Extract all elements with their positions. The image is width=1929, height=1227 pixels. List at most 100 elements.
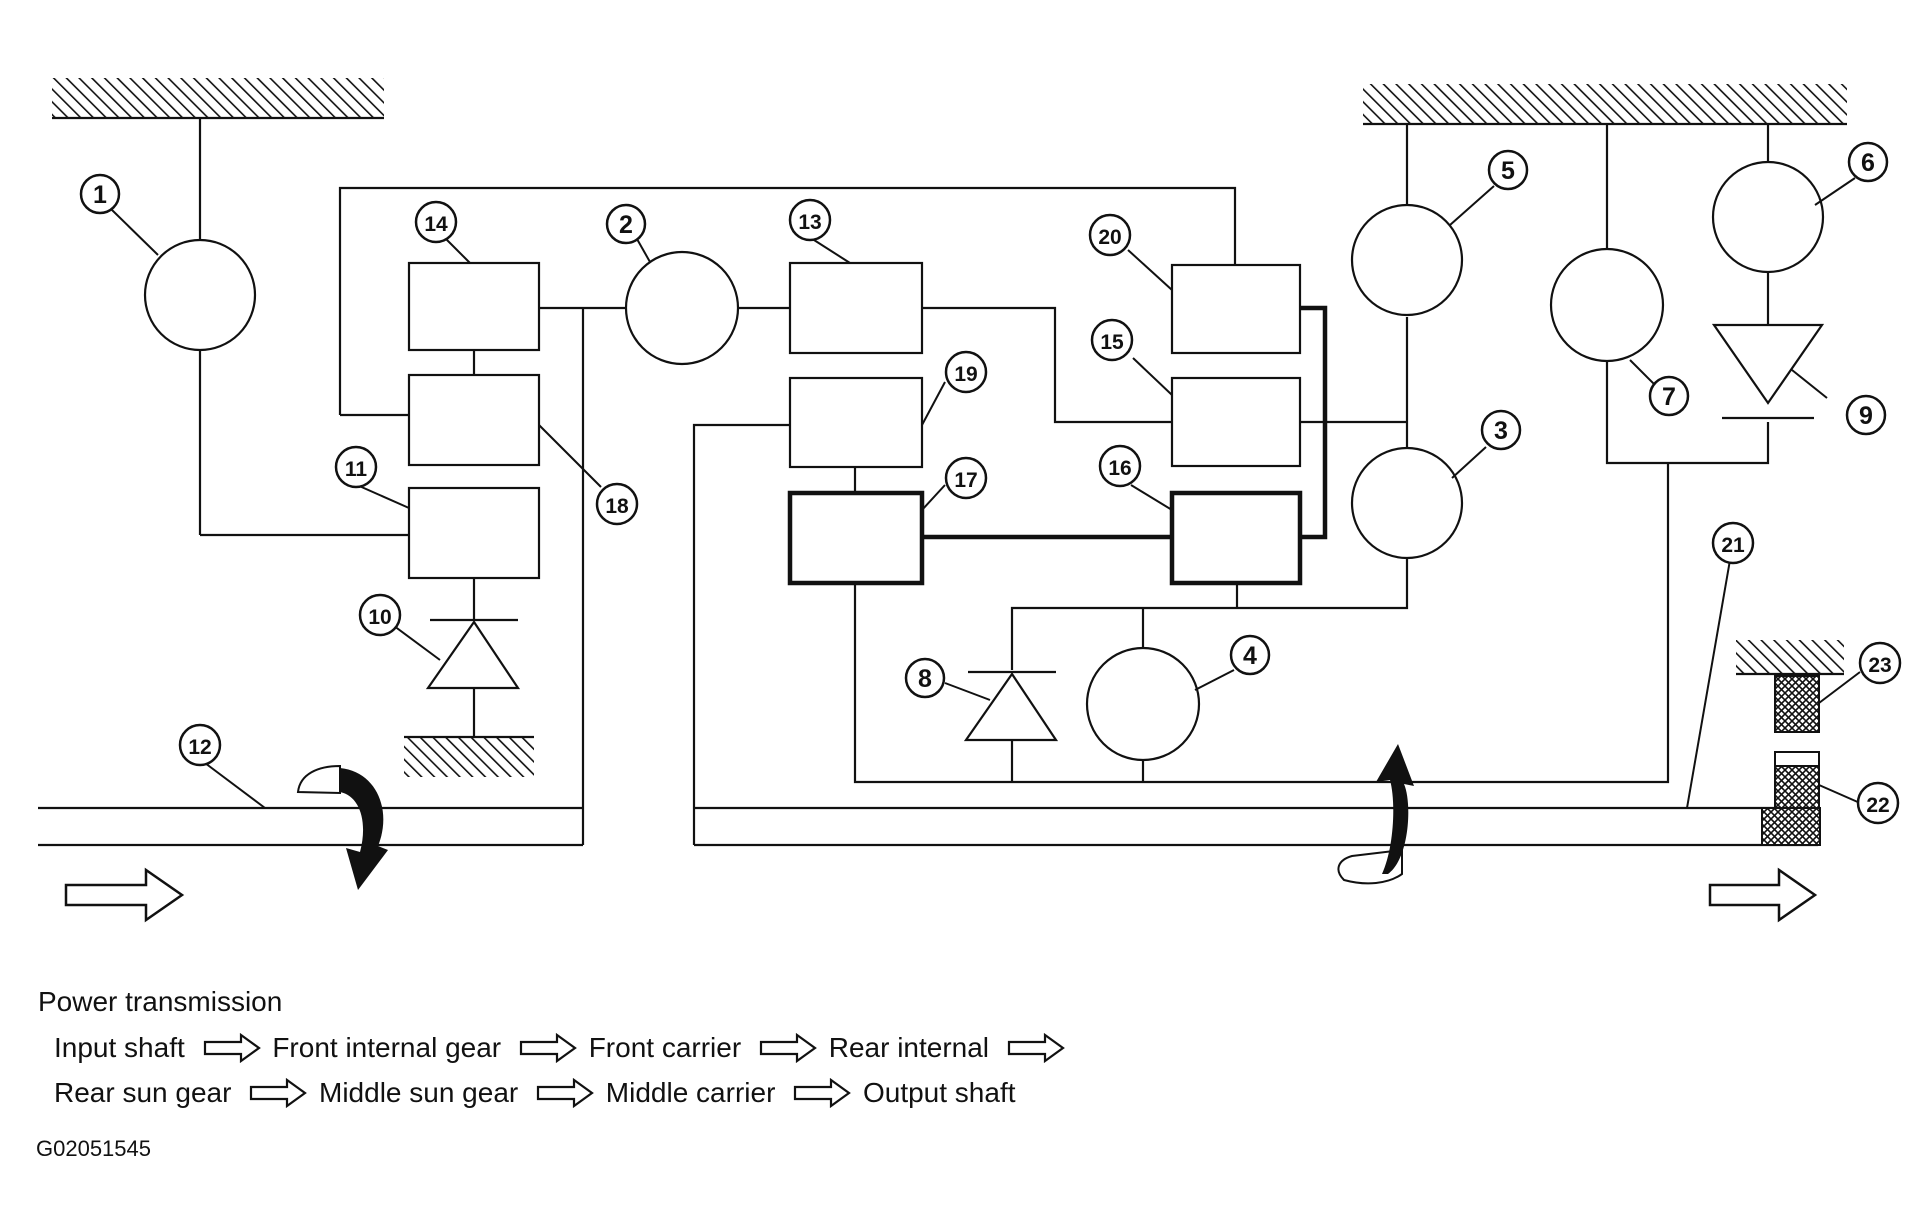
element-2-circle — [624, 250, 740, 366]
svg-text:5: 5 — [1501, 157, 1515, 185]
svg-text:15: 15 — [1100, 331, 1124, 354]
svg-text:8: 8 — [918, 665, 932, 693]
callout-23: 23 — [1858, 641, 1902, 685]
input-rotation-arrow-icon — [296, 764, 388, 890]
callout-20: 20 — [1088, 213, 1132, 257]
element-4-circle — [1085, 646, 1201, 762]
element-10-one-way-clutch — [425, 618, 521, 690]
element-14-box — [407, 261, 541, 352]
svg-text:21: 21 — [1721, 534, 1745, 557]
legend-step-front-internal-gear: Front internal gear — [272, 1031, 502, 1063]
element-20-box — [1170, 263, 1302, 355]
power-transmission-legend: Power transmission Input shaft Front int… — [38, 980, 1069, 1115]
svg-text:18: 18 — [605, 495, 629, 518]
legend-step-input-shaft: Input shaft — [54, 1031, 185, 1063]
callout-19: 19 — [944, 350, 988, 394]
element-9-one-way-clutch — [1711, 323, 1825, 420]
leader-lines — [111, 177, 1861, 809]
element-16-box — [1169, 490, 1303, 586]
case-ground-top-right — [1363, 84, 1847, 126]
legend-step-rear-sun-gear: Rear sun gear — [54, 1077, 232, 1109]
svg-text:12: 12 — [188, 736, 211, 759]
svg-text:23: 23 — [1868, 654, 1891, 677]
case-ground-top-left — [52, 78, 384, 120]
legend-row-1: Input shaft Front internal gear Front ca… — [38, 1024, 1069, 1070]
callout-18: 18 — [595, 482, 639, 526]
output-rotation-arrow-icon — [1337, 744, 1414, 885]
callout-2: 2 — [605, 203, 647, 245]
callout-7: 7 — [1648, 375, 1690, 417]
callout-5: 5 — [1487, 149, 1529, 191]
element-7-circle — [1549, 247, 1665, 363]
legend-step-front-carrier: Front carrier — [588, 1031, 742, 1063]
legend-step-output-shaft: Output shaft — [862, 1077, 1016, 1109]
legend-step-middle-sun-gear: Middle sun gear — [319, 1077, 519, 1109]
svg-text:7: 7 — [1662, 383, 1676, 411]
svg-text:19: 19 — [954, 363, 977, 386]
input-flow-arrow-icon — [64, 867, 185, 923]
svg-text:10: 10 — [368, 606, 391, 629]
legend-step-rear-internal: Rear internal — [828, 1031, 990, 1063]
element-3-circle — [1350, 446, 1464, 560]
flow-arrow-icon — [203, 1032, 261, 1063]
svg-text:17: 17 — [954, 469, 977, 492]
flow-arrow-icon — [1007, 1032, 1065, 1063]
flow-arrow-icon — [519, 1032, 577, 1063]
element-23-block — [1774, 675, 1820, 733]
callout-3: 3 — [1480, 409, 1522, 451]
element-18-box — [407, 373, 541, 467]
callout-4: 4 — [1229, 634, 1271, 676]
callout-10: 10 — [358, 593, 402, 637]
svg-text:6: 6 — [1861, 149, 1875, 177]
callout-6: 6 — [1847, 141, 1889, 183]
element-13-box — [788, 261, 924, 355]
callout-13: 13 — [788, 198, 832, 242]
svg-text:2: 2 — [619, 211, 633, 239]
element-15-box — [1170, 376, 1302, 468]
element-19-box — [788, 376, 924, 469]
legend-step-middle-carrier: Middle carrier — [605, 1077, 776, 1109]
svg-text:16: 16 — [1108, 457, 1131, 480]
element-6-circle — [1711, 160, 1825, 274]
callout-21: 21 — [1711, 521, 1755, 565]
svg-text:11: 11 — [345, 458, 368, 481]
flow-arrow-icon — [536, 1078, 594, 1109]
callout-15: 15 — [1090, 318, 1134, 362]
flow-arrow-icon — [759, 1032, 817, 1063]
callout-12: 12 — [178, 723, 222, 767]
svg-text:3: 3 — [1494, 417, 1508, 445]
callout-9: 9 — [1845, 394, 1887, 436]
callout-11: 11 — [334, 445, 378, 489]
output-shaft — [694, 806, 1818, 847]
svg-text:13: 13 — [798, 211, 821, 234]
element-17-box — [787, 490, 925, 586]
input-shaft — [38, 806, 583, 847]
case-ground-bottom-left — [404, 735, 534, 777]
svg-text:14: 14 — [424, 213, 448, 236]
svg-text:4: 4 — [1243, 642, 1257, 670]
flow-arrow-icon — [794, 1078, 852, 1109]
callout-17: 17 — [944, 456, 988, 500]
figure-code: G02051545 — [36, 1136, 151, 1161]
flow-arrow-icon — [250, 1078, 308, 1109]
element-8-one-way-clutch — [963, 670, 1059, 742]
connection-lines — [198, 118, 1770, 845]
svg-text:9: 9 — [1859, 402, 1873, 430]
case-ground-small-right — [1736, 640, 1844, 676]
callout-14: 14 — [414, 200, 458, 244]
element-1-circle — [143, 238, 257, 352]
element-11-box — [407, 486, 541, 580]
svg-text:20: 20 — [1098, 226, 1121, 249]
output-flow-arrow-icon — [1708, 867, 1818, 923]
svg-text:1: 1 — [93, 181, 107, 209]
callout-22: 22 — [1856, 781, 1900, 825]
element-5-circle — [1350, 203, 1464, 317]
legend-row-2: Rear sun gear Middle sun gear Middle car… — [38, 1070, 1069, 1116]
callout-16: 16 — [1098, 444, 1142, 488]
legend-title: Power transmission — [38, 986, 283, 1017]
svg-text:22: 22 — [1866, 794, 1889, 817]
callout-8: 8 — [904, 657, 946, 699]
element-22-block — [1761, 751, 1821, 846]
callout-1: 1 — [79, 173, 121, 215]
